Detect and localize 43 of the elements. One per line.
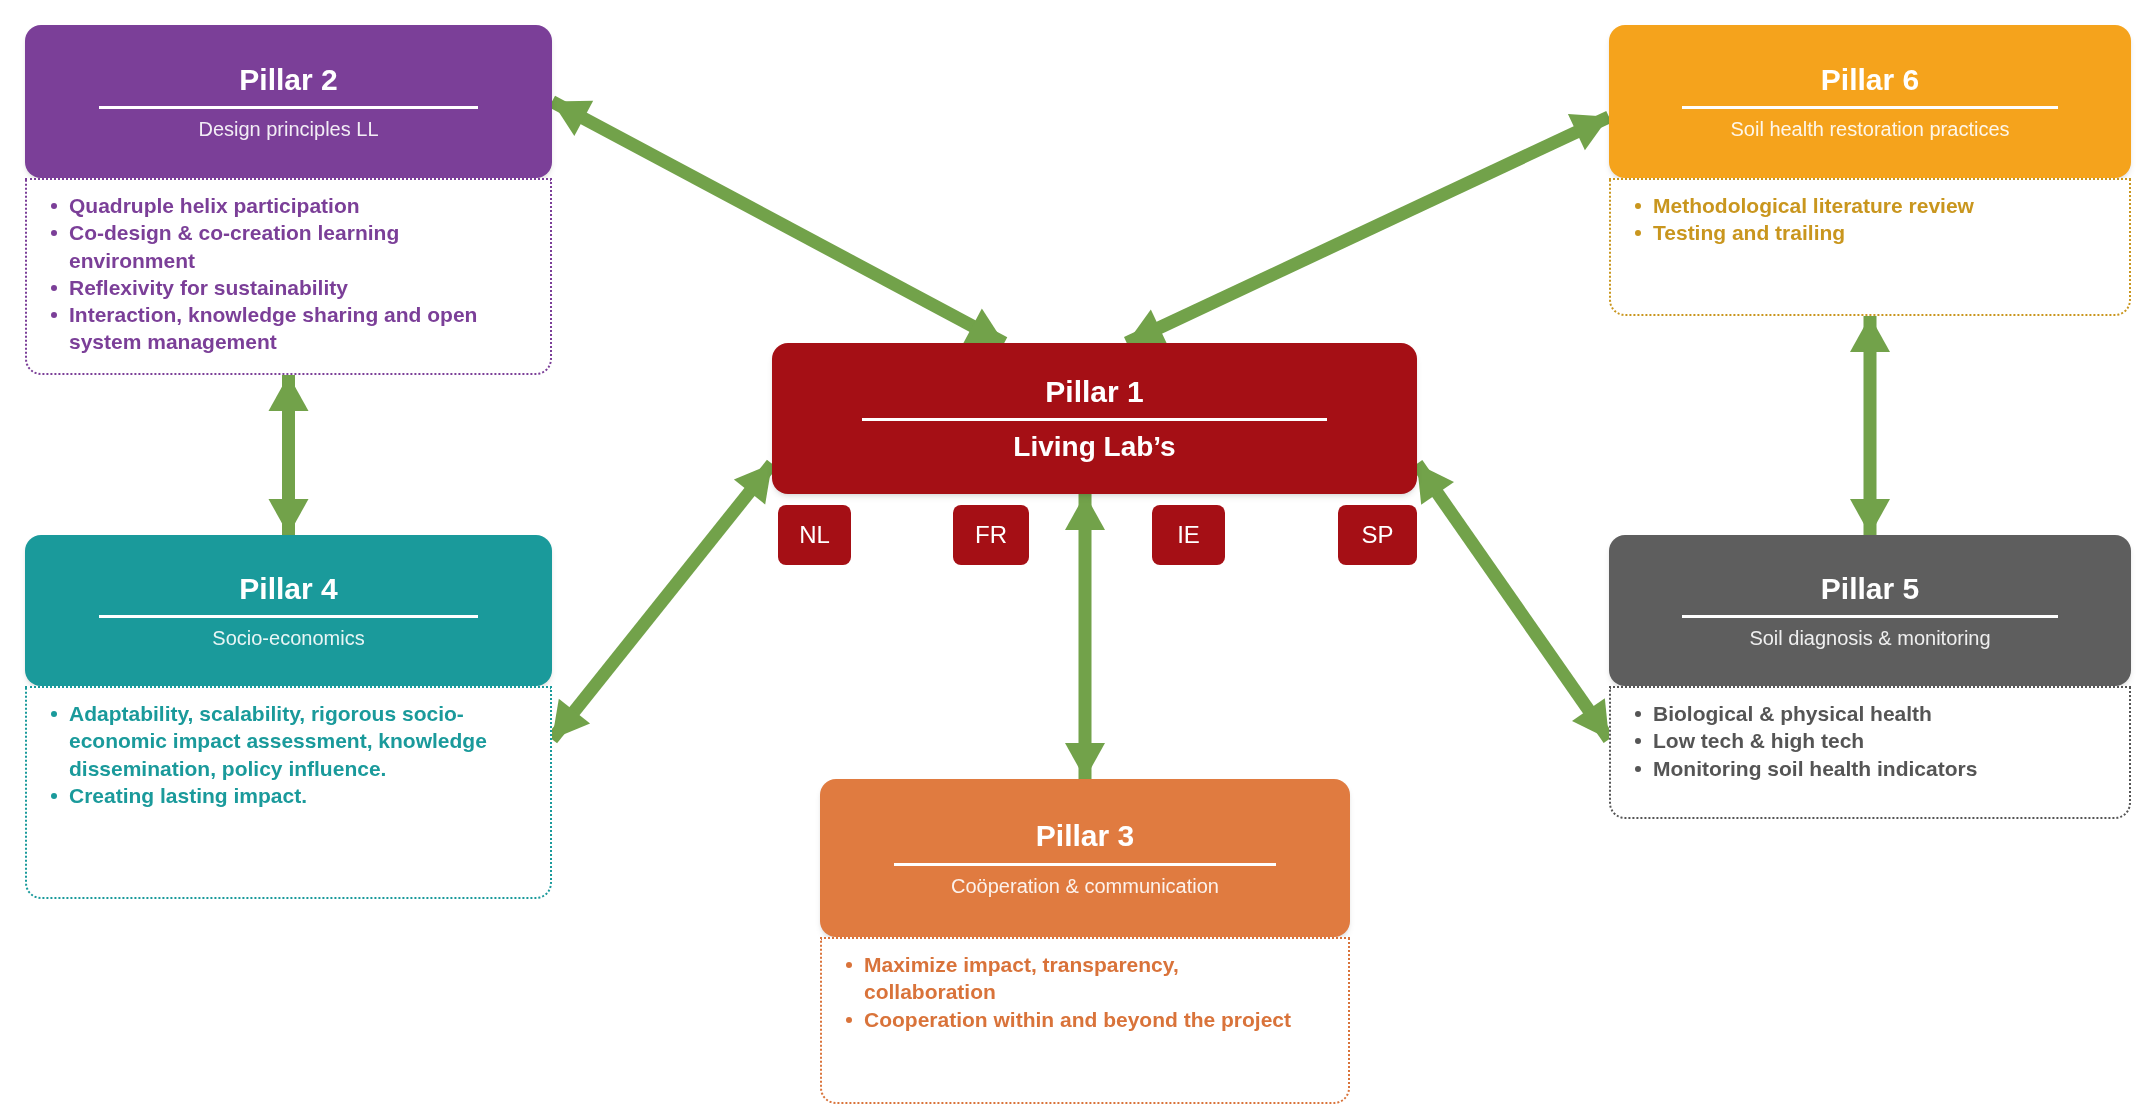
bullet-item: Monitoring soil health indicators xyxy=(1653,755,1978,782)
pillar-subtitle: Design principles LL xyxy=(198,117,379,143)
pillar-header-box xyxy=(1609,25,2131,178)
pillar-header-box xyxy=(25,535,552,686)
pillar-title: Pillar 5 xyxy=(1820,570,1920,607)
bullet-list-box xyxy=(1609,178,2131,316)
pillar-header-box xyxy=(1609,535,2131,686)
pillar-subtitle: Living Lab’s xyxy=(1013,430,1176,465)
bullet-item: Maximize impact, transparency, collaboration xyxy=(864,952,1180,1006)
pillar-subtitle: Socio-economics xyxy=(212,626,365,652)
double-arrow xyxy=(268,375,309,535)
bullet-item: Methodological literature review xyxy=(1653,193,1974,219)
double-arrow xyxy=(1065,494,1105,779)
pillar-title: Pillar 2 xyxy=(239,61,338,98)
bullet-item: Low tech & high tech xyxy=(1653,728,1865,755)
pillar-title: Pillar 6 xyxy=(1820,61,1920,98)
pillar-subtitle: Soil health restoration practices xyxy=(1730,117,2010,143)
pillar-subtitle: Soil diagnosis & monitoring xyxy=(1749,626,1991,652)
bullet-item: Adaptability, scalability, rigorous socio-economic impact assessment, knowledge dissemination, policy influence. xyxy=(69,701,488,782)
bullet-item: Cooperation within and beyond the project xyxy=(864,1006,1291,1033)
pillar-title: Pillar 4 xyxy=(239,570,338,607)
pillar-header-box xyxy=(25,25,552,178)
bullet-list-box xyxy=(820,937,1350,1104)
country-tab: NL xyxy=(778,505,851,565)
bullet-item: Co-design & co-creation learning environment xyxy=(69,220,401,274)
bullet-item: Reflexivity for sustainability xyxy=(69,274,348,301)
pillar-subtitle: Coöperation & communication xyxy=(951,873,1219,899)
bullet-list-box xyxy=(25,686,552,899)
bullet-item: Testing and trailing xyxy=(1653,220,1846,247)
main-pillar-box xyxy=(772,343,1417,494)
country-tab: IE xyxy=(1152,505,1225,565)
bullet-item: Quadruple helix participation xyxy=(69,193,360,219)
bullet-list-box xyxy=(1609,686,2131,819)
bullet-item: Creating lasting impact. xyxy=(69,782,308,809)
bullet-item: Interaction, knowledge sharing and open system management xyxy=(69,302,479,356)
bullet-item: Biological & physical health xyxy=(1653,701,1932,727)
double-arrow xyxy=(1850,316,1890,535)
bullet-list-box xyxy=(25,178,552,375)
country-tab: SP xyxy=(1338,505,1417,565)
pillar-title: Pillar 1 xyxy=(1045,373,1144,410)
pillar-title: Pillar 3 xyxy=(1035,818,1135,855)
pillar-header-box xyxy=(820,779,1350,937)
country-tab: FR xyxy=(953,505,1029,565)
